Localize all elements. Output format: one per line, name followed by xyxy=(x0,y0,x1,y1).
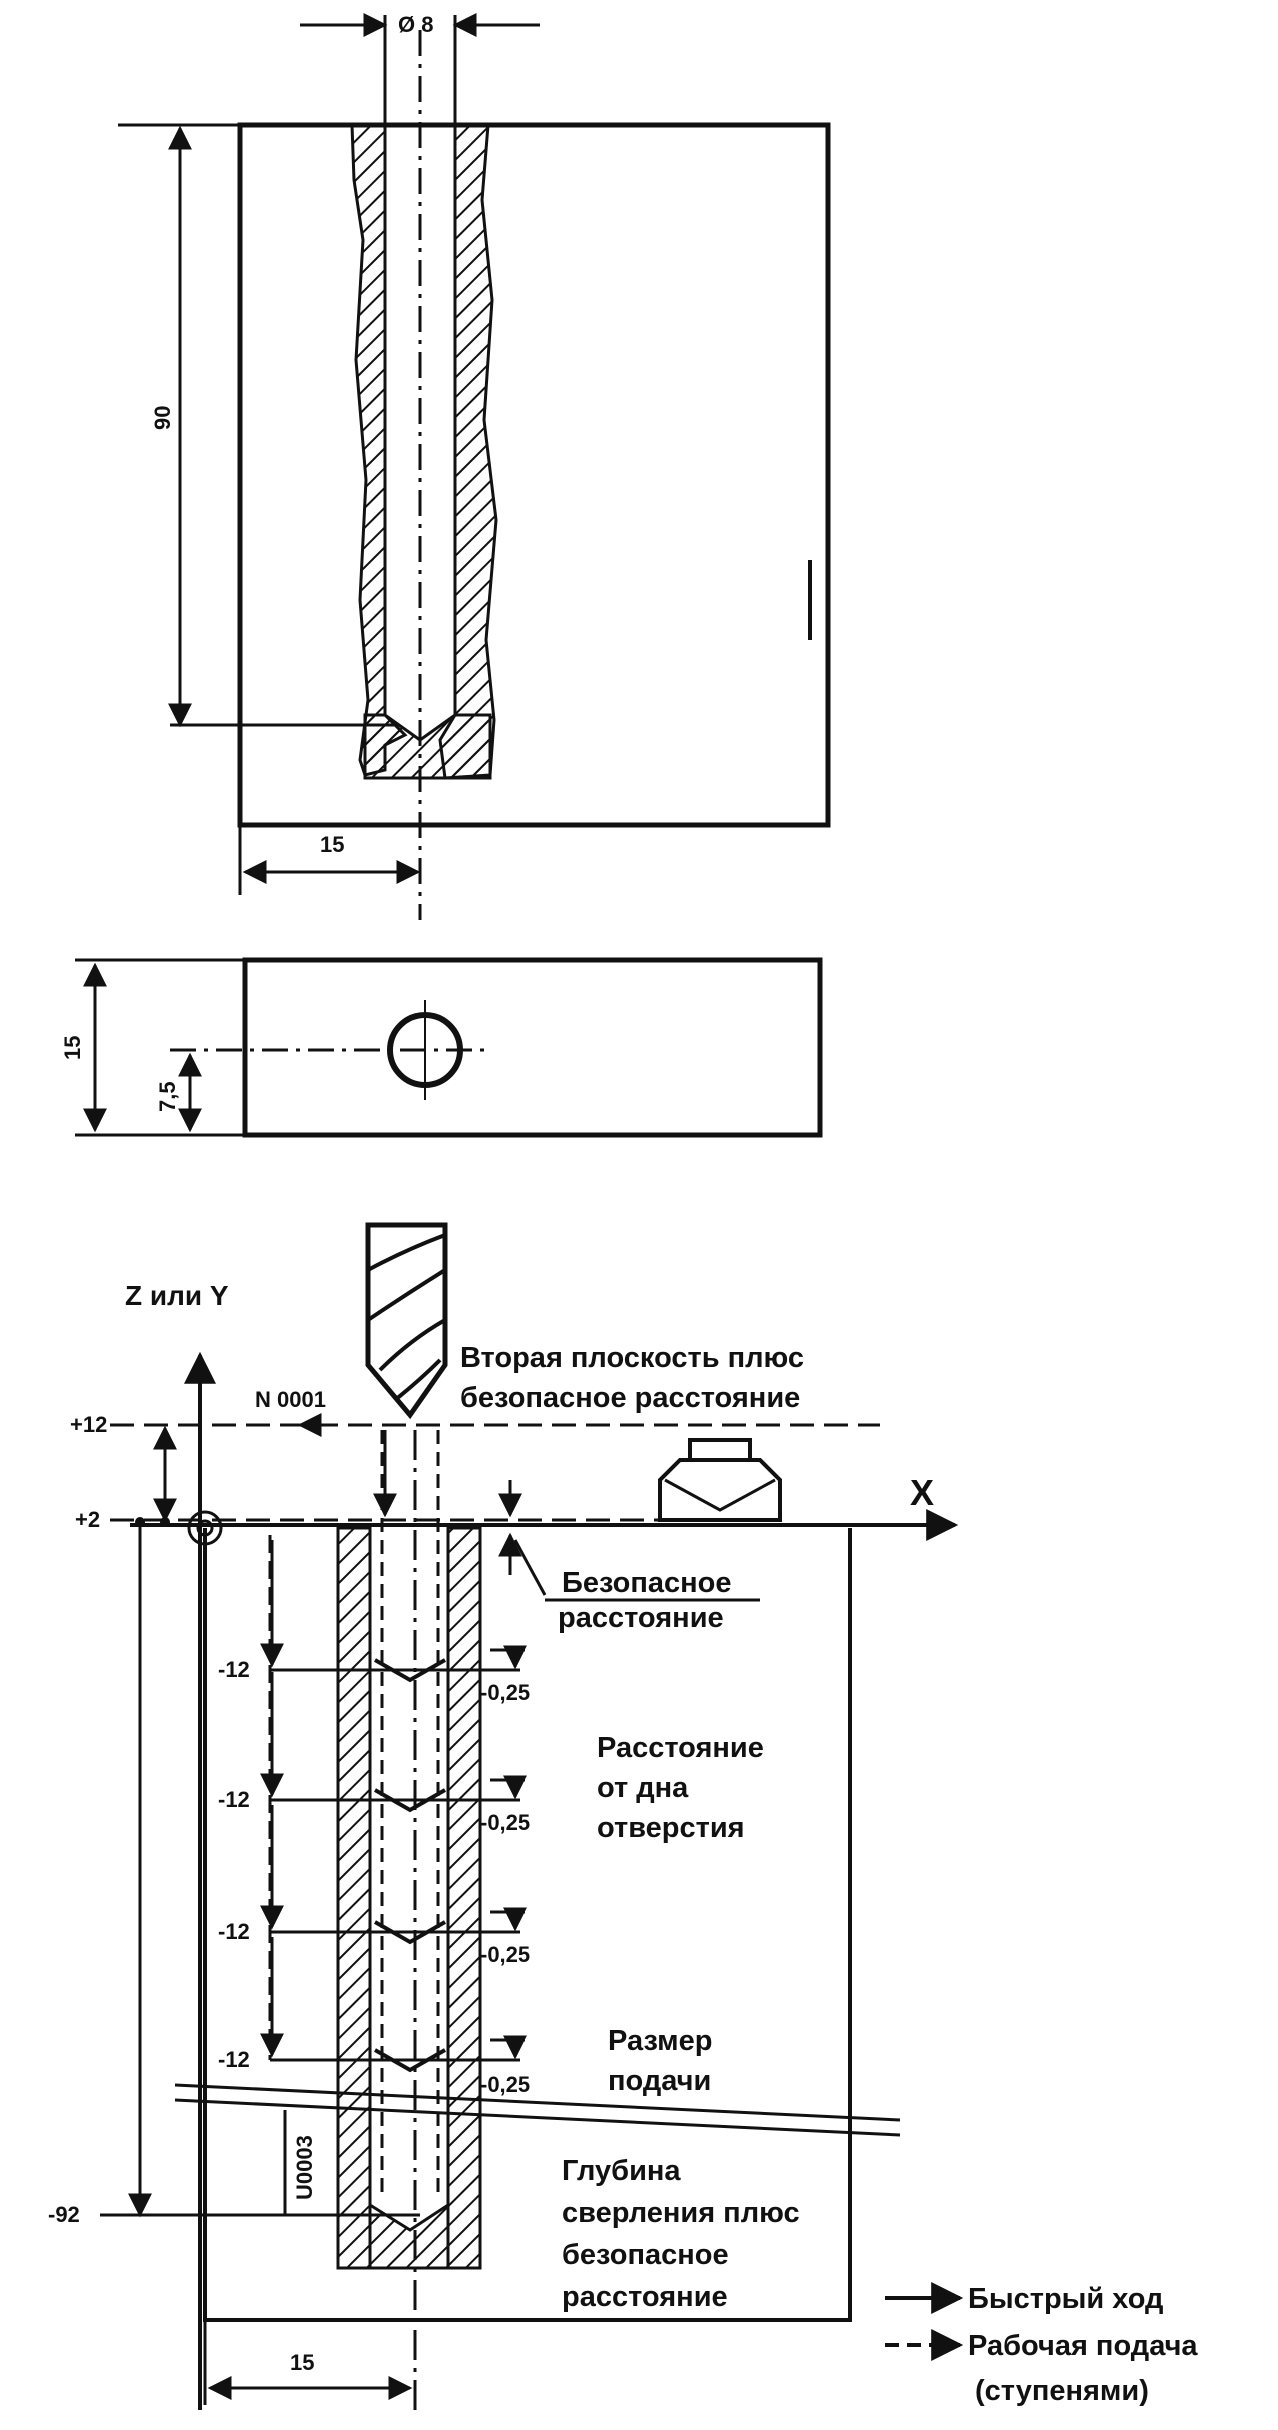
diagram-workpiece xyxy=(203,1528,852,2322)
side-outline xyxy=(242,957,823,1138)
side-height-label: 15 xyxy=(60,1036,85,1060)
step-label-1: -12 xyxy=(218,1657,250,1682)
hole-wall-right xyxy=(438,123,498,780)
retract-label-2: -0,25 xyxy=(480,1810,530,1835)
annot-depth-2: сверления плюс xyxy=(562,2197,800,2229)
cycle-diagram: Z или Y X +12 +2 -92 N 0001 xyxy=(48,1222,1198,2410)
step-label-3: -12 xyxy=(218,1919,250,1944)
retract-label-4: -0,25 xyxy=(480,2072,530,2097)
top-section-view: Ø 8 90 15 xyxy=(118,12,831,920)
break-line xyxy=(174,2083,901,2137)
x-axis-label: X xyxy=(910,1472,934,1513)
step-label-4: -12 xyxy=(218,2047,250,2072)
legend-feed-label-2: (ступенями) xyxy=(975,2375,1149,2407)
annot-depth-3: безопасное xyxy=(562,2239,729,2271)
diameter-label: Ø 8 xyxy=(398,12,433,37)
step-label-2: -12 xyxy=(218,1787,250,1812)
drill-bit xyxy=(365,1222,448,1420)
diagram-wall-right xyxy=(446,1526,482,2270)
z-axis-label: Z или Y xyxy=(125,1280,229,1311)
annot-bottom-dist-1: Расстояние xyxy=(597,1732,764,1764)
retract-label-1: -0,25 xyxy=(480,1680,530,1705)
annot-feed-2: подачи xyxy=(608,2065,711,2097)
level-plus2: +2 xyxy=(75,1507,100,1532)
block-number: N 0001 xyxy=(255,1387,326,1412)
retract-markers xyxy=(490,1645,527,2060)
diagram-wall-left xyxy=(336,1526,372,2270)
workpiece-outline xyxy=(237,122,831,828)
annot-safe-1: Безопасное xyxy=(562,1567,732,1599)
step-levels xyxy=(260,1535,520,2073)
hole-bottom-hatch xyxy=(363,713,492,780)
level-minus92: -92 xyxy=(48,2202,80,2227)
bottom-offset-label: 15 xyxy=(290,2350,314,2375)
annot-second-plane-2: безопасное расстояние xyxy=(460,1382,800,1414)
annot-bottom-dist-3: отверстия xyxy=(597,1812,745,1844)
offset-label: 15 xyxy=(320,832,344,857)
annot-depth-4: расстояние xyxy=(562,2281,728,2313)
vertical-code: U0003 xyxy=(292,2135,317,2200)
depth-label: 90 xyxy=(150,406,175,430)
legend: Быстрый ход Рабочая подача (ступенями) xyxy=(885,2282,1198,2407)
side-view: 15 7,5 xyxy=(60,957,823,1138)
annot-bottom-dist-2: от дна xyxy=(597,1772,689,1804)
legend-feed-label-1: Рабочая подача xyxy=(968,2330,1198,2362)
annot-feed-1: Размер xyxy=(608,2025,712,2057)
legend-rapid-label: Быстрый ход xyxy=(968,2283,1163,2315)
diagram-hole-bottom xyxy=(368,2202,450,2270)
annot-depth-1: Глубина xyxy=(562,2155,681,2187)
side-center-label: 7,5 xyxy=(155,1081,180,1112)
annot-second-plane-1: Вторая плоскость плюс xyxy=(460,1342,804,1374)
annot-safe-2: расстояние xyxy=(558,1602,724,1634)
hole-wall-left xyxy=(350,123,408,777)
fixture-symbol xyxy=(658,1438,782,1522)
retract-label-3: -0,25 xyxy=(480,1942,530,1967)
level-plus12: +12 xyxy=(70,1412,107,1437)
